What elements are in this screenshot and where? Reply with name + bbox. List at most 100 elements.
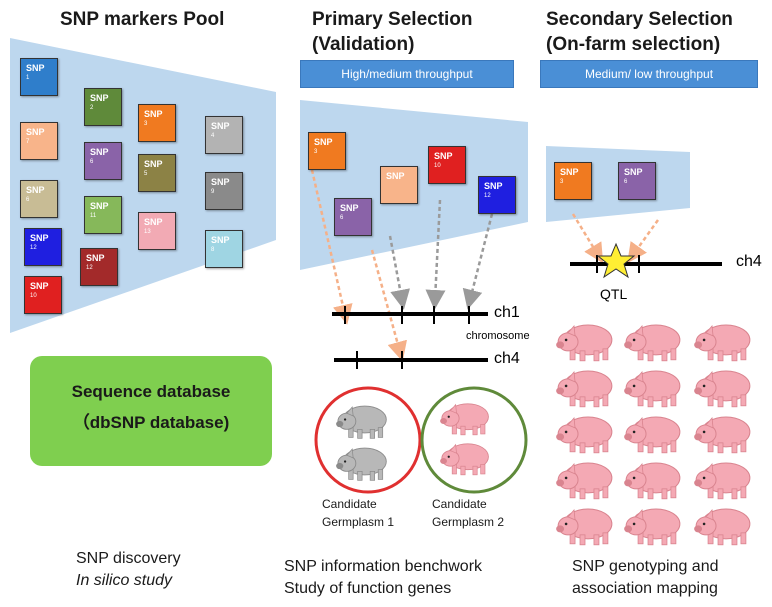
pig-icon <box>694 370 751 408</box>
caption-genotyping-2: association mapping <box>572 580 718 597</box>
snp-marker-number: 10 <box>434 163 441 169</box>
secondary-subtitle: (On-farm selection) <box>546 34 721 55</box>
snp-marker-label: SNP <box>90 93 109 103</box>
snp-marker-label: SNP <box>624 167 643 177</box>
chromosome-label: chromosome <box>466 330 530 342</box>
snp-marker-label: SNP <box>30 281 49 291</box>
snp-marker-label: SNP <box>26 63 45 73</box>
germplasm2-label-1: Candidate <box>432 497 487 511</box>
snp-marker-label: SNP <box>90 147 109 157</box>
database-line2: （dbSNP database) <box>72 413 230 432</box>
pig-icon <box>556 370 613 408</box>
pig-icon <box>556 462 613 500</box>
caption-discovery-1: SNP discovery <box>76 550 181 567</box>
arrow-sec-snp6-to-qtl <box>627 219 660 264</box>
pig-icon <box>624 416 681 454</box>
snp-marker-number: 12 <box>30 245 37 251</box>
pig-icon <box>694 416 751 454</box>
caption-discovery-2: In silico study <box>76 572 173 589</box>
primary-subtitle: (Validation) <box>312 34 415 55</box>
snp-marker-label: SNP <box>211 121 230 131</box>
primary-title: Primary Selection <box>312 9 473 30</box>
pig-icon <box>624 370 681 408</box>
qtl-label: QTL <box>600 286 628 302</box>
snp-marker-label: SNP <box>560 167 579 177</box>
germplasm1-label-1: Candidate <box>322 497 377 511</box>
ch4-qtl-label: ch4 <box>736 253 762 270</box>
snp-marker-number: 11 <box>90 213 97 219</box>
snp-marker-number: 5 <box>144 171 148 177</box>
snp-marker-number: 6 <box>90 159 94 165</box>
snp-marker-number: 12 <box>484 193 491 199</box>
pig-icon <box>556 416 613 454</box>
pig-icon <box>694 324 751 362</box>
primary-throughput-bar: High/medium throughput <box>300 60 514 88</box>
snp-marker-label: SNP <box>26 127 45 137</box>
snp-marker-label: SNP <box>26 185 45 195</box>
snp-marker-number: 2 <box>90 105 94 111</box>
snp-marker-label: SNP <box>30 233 49 243</box>
caption-benchwork-2: Study of function genes <box>284 580 452 597</box>
snp-marker-label: SNP <box>434 151 453 161</box>
snp-marker-label: SNP <box>386 171 405 181</box>
arrow-snp12-to-ch1 <box>462 213 494 310</box>
snp-marker-label: SNP <box>211 235 230 245</box>
pig-icon <box>694 508 751 546</box>
primary-snp-marker: SNP 12 <box>478 176 516 214</box>
snp-marker-label: SNP <box>484 181 503 191</box>
snp-marker-number: 3 <box>314 149 318 155</box>
pig-icon <box>336 447 387 481</box>
pig-icon <box>624 462 681 500</box>
pig-icon <box>336 405 387 439</box>
caption-genotyping-1: SNP genotyping and <box>572 558 719 575</box>
snp-marker-number: 10 <box>30 293 37 299</box>
secondary-snp-marker: SNP 6 <box>618 162 656 200</box>
snp-marker-label: SNP <box>340 203 359 213</box>
snp-marker-number: 9 <box>211 189 215 195</box>
germplasm2-ring <box>420 386 528 494</box>
qtl-star-icon <box>596 242 636 279</box>
pig-icon <box>556 324 613 362</box>
secondary-snp-marker: SNP 3 <box>554 162 592 200</box>
pig-icon <box>556 508 613 546</box>
pig-icon <box>694 462 751 500</box>
pig-icon <box>440 443 489 476</box>
snp-marker-label: SNP <box>144 159 163 169</box>
germplasm1-ring <box>314 386 422 494</box>
chromosome-ch4-qtl <box>570 255 722 273</box>
arrow-snp3-to-ch4 <box>310 169 353 325</box>
snp-marker-number: 3 <box>144 121 148 127</box>
pig-icon <box>624 324 681 362</box>
pool-snp-marker: SNP 5 <box>138 154 176 192</box>
germplasm2-label-2: Germplasm 2 <box>432 515 505 529</box>
ch1-label: ch1 <box>494 304 520 321</box>
arrow-snp10-to-ch1 <box>425 199 446 310</box>
pool-snp-marker: SNP 10 <box>24 276 62 314</box>
primary-snp-marker: SNP 10 <box>428 146 466 184</box>
database-line1: Sequence database <box>71 382 231 401</box>
pig-icon <box>440 403 489 436</box>
snp-marker-number: 3 <box>560 179 564 185</box>
snp-marker-number: 12 <box>86 265 93 271</box>
arrow-sec-snp3-to-qtl <box>571 213 604 264</box>
chromosome-ch1 <box>332 306 488 324</box>
pool-snp-marker: SNP 12 <box>24 228 62 266</box>
secondary-throughput-bar: Medium/ low throughput <box>540 60 758 88</box>
arrow-snp-to-ch4 <box>370 249 407 362</box>
arrow-snp6-to-ch1 <box>388 235 410 310</box>
sequence-database-box: Sequence database （dbSNP database) <box>30 356 272 466</box>
caption-benchwork-1: SNP information benchwork <box>284 558 483 575</box>
snp-marker-number: 6 <box>624 179 628 185</box>
ch4-label: ch4 <box>494 350 520 367</box>
snp-marker-label: SNP <box>144 109 163 119</box>
